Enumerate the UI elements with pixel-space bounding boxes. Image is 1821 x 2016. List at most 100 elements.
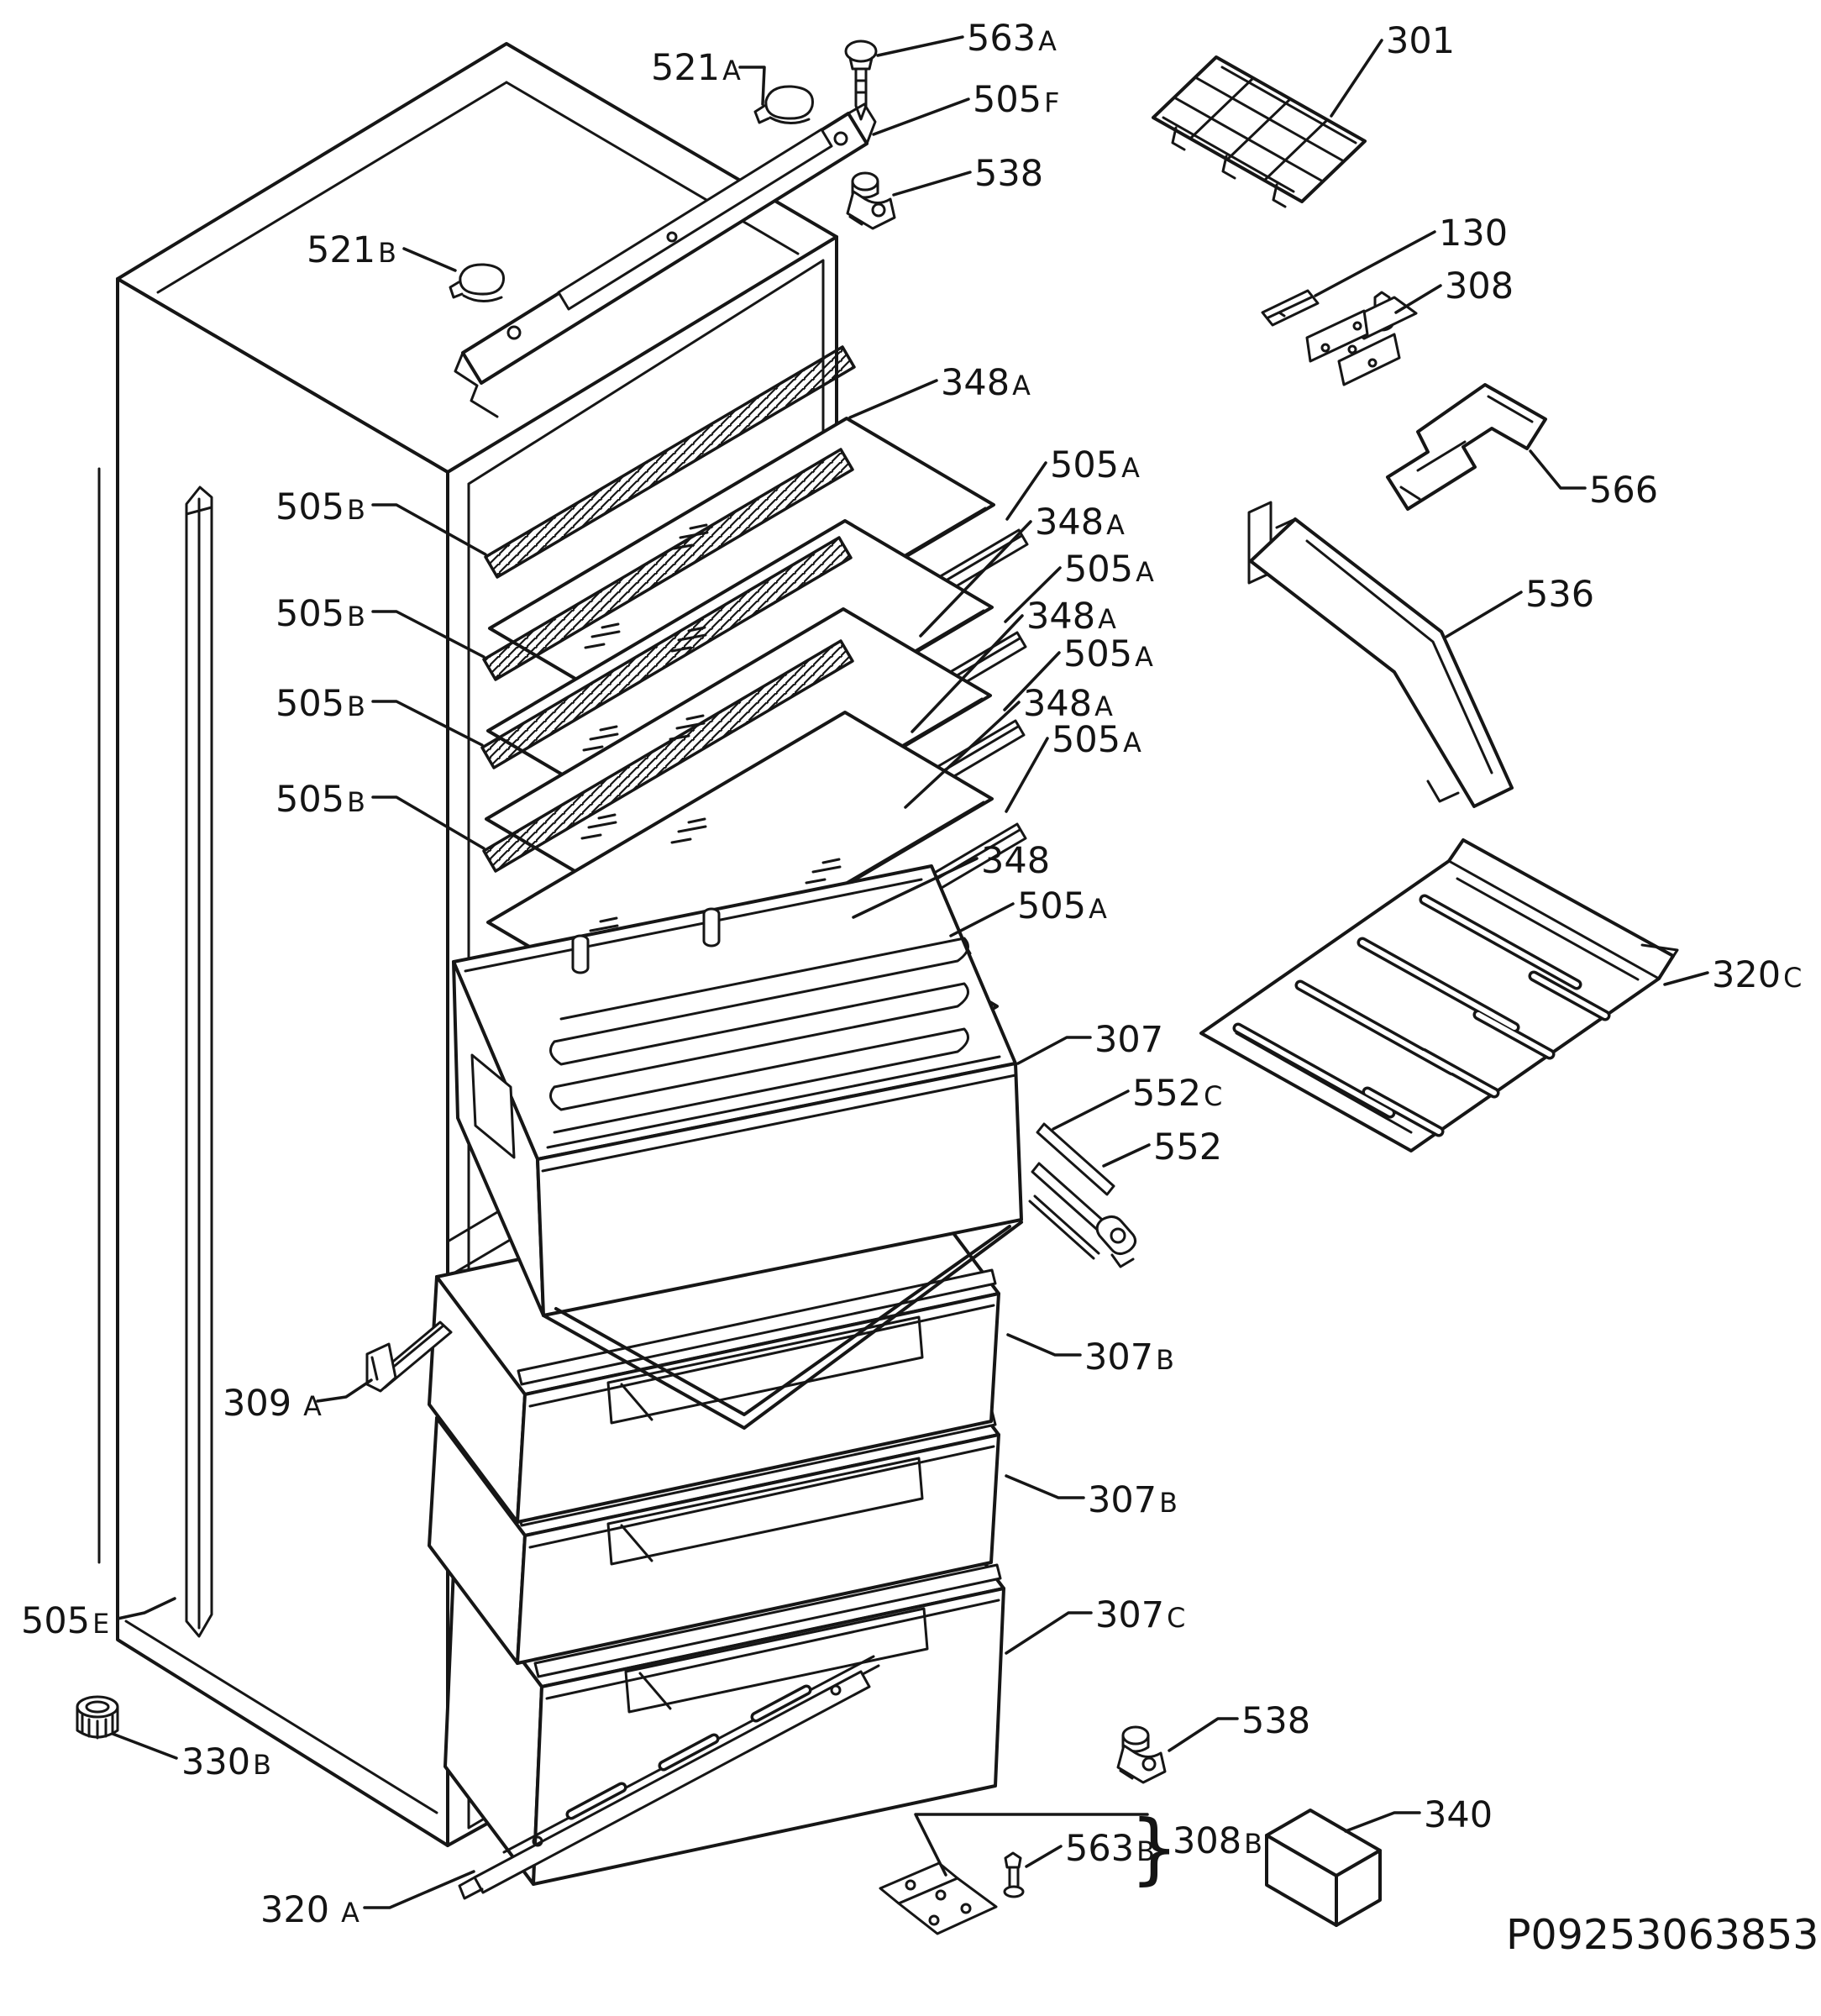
callout-505B-1-label: 505B <box>276 486 365 528</box>
callout-505B-3: 505B <box>276 683 484 747</box>
callout-348-label: 348 <box>981 840 1050 882</box>
callout-308: 308 <box>1394 265 1514 314</box>
callout-348A-1: 348A <box>848 362 1031 419</box>
callout-536-label: 536 <box>1525 574 1594 616</box>
callout-307-label: 307 <box>1094 1019 1163 1061</box>
callout-301-label: 301 <box>1386 20 1455 62</box>
callout-552C-label: 552C <box>1132 1073 1222 1115</box>
callout-505A-2: 505A <box>1004 549 1154 623</box>
callout-521A: 521A <box>651 47 766 106</box>
callout-308B-label: 308B <box>1173 1820 1262 1862</box>
foot-330B <box>76 1695 119 1740</box>
callout-340: 340 <box>1344 1794 1493 1836</box>
top-hinge-rail-505F <box>454 102 877 418</box>
handle-piece-566 <box>1386 383 1547 511</box>
callout-308B-brace: } <box>1130 1803 1179 1893</box>
callout-505E: 505E <box>21 1597 176 1642</box>
bracket-538-top <box>846 171 896 230</box>
hinge-308B <box>879 1861 998 1935</box>
callout-521B-label: 521B <box>307 229 396 271</box>
rear-trim-505B-3 <box>480 536 853 769</box>
callout-521B: 521B <box>307 229 457 272</box>
callout-307B-1: 307B <box>1006 1333 1174 1378</box>
cover-flap-536 <box>1247 501 1514 808</box>
callout-505B-2: 505B <box>276 593 485 659</box>
callout-301: 301 <box>1330 20 1455 118</box>
bracket-538-bottom <box>1116 1725 1167 1784</box>
callout-505B-1: 505B <box>276 486 487 556</box>
callout-505F-label: 505F <box>973 79 1059 121</box>
vented-tray-320C <box>1199 838 1679 1152</box>
callout-505B-4-label: 505B <box>276 779 365 821</box>
callout-348A-4: 348A <box>904 683 1113 809</box>
ice-cube-tray-301 <box>1152 55 1367 208</box>
callout-307C-label: 307C <box>1095 1594 1185 1636</box>
callout-307C: 307C <box>1005 1594 1185 1655</box>
callout-308-label: 308 <box>1445 265 1514 307</box>
callout-536: 536 <box>1445 574 1594 638</box>
callout-505B-2-label: 505B <box>276 593 365 635</box>
callout-320C: 320C <box>1663 954 1802 996</box>
callout-563A-label: 563A <box>967 18 1057 60</box>
callout-307B-1-label: 307B <box>1084 1336 1174 1378</box>
callout-521A-label: 521A <box>651 47 741 89</box>
callout-505B-4: 505B <box>276 779 485 850</box>
callout-563B: 563B <box>1025 1828 1155 1870</box>
callout-348A-3: 348A <box>910 596 1116 733</box>
callout-566: 566 <box>1529 449 1658 512</box>
callout-348A-4-label: 348A <box>1023 683 1113 725</box>
callout-505A-2-label: 505A <box>1064 549 1154 591</box>
callout-348: 348 <box>852 840 1050 919</box>
callout-552C: 552C <box>1052 1073 1222 1131</box>
rear-trim-505B-4 <box>482 639 854 873</box>
seal-strip-505E <box>97 467 213 1638</box>
screw-563A <box>844 39 878 121</box>
part-code: P09253063853 <box>1506 1911 1818 1959</box>
callout-552: 552 <box>1102 1126 1222 1168</box>
callout-505A-5: 505A <box>949 885 1107 937</box>
callout-505A-3: 505A <box>1003 633 1153 711</box>
callout-348A-2: 348A <box>919 501 1125 638</box>
callout-538-bottom-label: 538 <box>1241 1700 1310 1742</box>
spacer-plate-130 <box>1261 289 1320 327</box>
callout-130-label: 130 <box>1439 213 1508 255</box>
callout-505A-5-label: 505A <box>1017 885 1107 927</box>
callout-340-label: 340 <box>1424 1794 1493 1836</box>
rear-trim-505B-1 <box>484 345 856 579</box>
callout-130: 130 <box>1314 213 1508 297</box>
callout-307B-2-label: 307B <box>1088 1479 1178 1521</box>
callout-348A-2-label: 348A <box>1035 501 1125 543</box>
callout-348A-3-label: 348A <box>1026 596 1116 638</box>
bottom-rail-320A <box>458 1655 880 1900</box>
clip-309A <box>365 1320 453 1393</box>
callout-563A: 563A <box>876 18 1057 60</box>
callout-563B-label: 563B <box>1065 1828 1155 1870</box>
callout-330B: 330B <box>111 1732 271 1783</box>
screw-563B <box>1003 1851 1025 1898</box>
callout-505A-3-label: 505A <box>1063 633 1153 675</box>
callout-307: 307 <box>1016 1019 1163 1065</box>
callout-320C-label: 320C <box>1712 954 1802 996</box>
box-340 <box>1265 1809 1382 1927</box>
rear-trim-505B-2 <box>482 448 854 681</box>
cover-cap-521B <box>449 263 506 302</box>
callout-330B-label: 330B <box>181 1741 271 1783</box>
evaporator-coil <box>549 937 969 1134</box>
tray-slots <box>1232 894 1611 1137</box>
cover-cap-521A <box>753 85 814 124</box>
callout-538-top-label: 538 <box>974 153 1043 195</box>
callout-307B-2: 307B <box>1005 1474 1178 1521</box>
callout-348A-1-label: 348A <box>941 362 1031 404</box>
callout-308B: }308B <box>914 1803 1262 1893</box>
callout-505A-1-label: 505A <box>1050 444 1140 486</box>
callouts: 521A 563A 505F 538 301 521B 130 308 348A… <box>21 18 1802 1931</box>
callout-505A-1: 505A <box>1005 444 1140 521</box>
callout-552-label: 552 <box>1153 1126 1222 1168</box>
callout-566-label: 566 <box>1589 470 1658 512</box>
callout-505F: 505F <box>872 79 1059 136</box>
